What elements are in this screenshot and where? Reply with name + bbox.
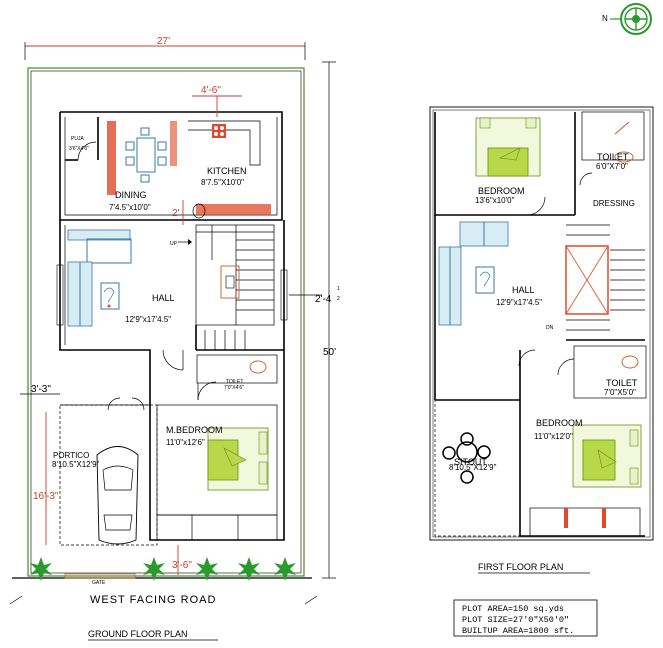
dim-side: 2'-4 bbox=[315, 294, 332, 305]
plot-size-text: PLOT SIZE=27'0"X50'0" bbox=[462, 615, 569, 625]
hall-label: HALL bbox=[152, 293, 175, 303]
ff-hall-size: 12'9"x17'4.5" bbox=[496, 298, 542, 307]
ground-floor-title: GROUND FLOOR PLAN bbox=[88, 629, 188, 639]
ff-bed1-label: BEDROOM bbox=[478, 186, 525, 196]
ff-toilet1-size: 6'0"X7'0" bbox=[596, 162, 628, 171]
dim-top-inner: 4'-6" bbox=[201, 85, 221, 96]
dim-portico: 16'-3" bbox=[33, 491, 59, 502]
gate-label: GATE bbox=[92, 580, 106, 586]
mbed-label: M.BEDROOM bbox=[166, 425, 223, 435]
first-floor-plan: BEDROOM 13'6"x10'0" TOILET 6'0"X7'0" DRE… bbox=[429, 106, 654, 574]
pooja-size: 3'6"X4'6" bbox=[69, 146, 89, 152]
ff-toilet1-label: TOILET bbox=[597, 152, 629, 162]
ground-floor-plan: 27' 50' 4'-6" PUJA 3'6"X4'6" DINING bbox=[9, 36, 340, 641]
dining-label: DINING bbox=[115, 190, 147, 200]
dim-side-frac-den: 2 bbox=[337, 296, 340, 302]
ff-hall-label: HALL bbox=[512, 285, 535, 295]
dining-size: 7'4.5"x10'0" bbox=[109, 203, 151, 212]
portico-label: PORTICO bbox=[53, 451, 89, 460]
gf-toilet-size: 7'0"X4'6" bbox=[224, 385, 244, 391]
ff-toilet2-size: 7'0"X5'0" bbox=[604, 388, 636, 397]
portico-size: 8'10.5"X12'9" bbox=[52, 460, 100, 469]
pooja-label: PUJA bbox=[71, 136, 84, 142]
tree-icon bbox=[30, 557, 296, 581]
dim-side-frac-num: 1 bbox=[337, 286, 340, 292]
car-icon bbox=[96, 446, 139, 545]
kitchen-label: KITCHEN bbox=[207, 166, 247, 176]
ff-bed2-label: BEDROOM bbox=[536, 418, 583, 428]
ff-bed2-size: 11'0"x12'0" bbox=[534, 432, 573, 441]
kitchen-size: 8'7.5"X10'0" bbox=[201, 178, 244, 187]
dim-bottom: 3'-6" bbox=[172, 560, 192, 571]
dim-plot-width: 27' bbox=[157, 36, 170, 47]
ff-toilet2-label: TOILET bbox=[606, 378, 638, 388]
dim-stair: 2' bbox=[172, 208, 180, 219]
compass-icon: N bbox=[602, 3, 652, 35]
road-label: WEST FACING ROAD bbox=[90, 594, 216, 606]
mbed-size: 11'0"x12'6" bbox=[166, 438, 205, 447]
dim-left: 3'-3" bbox=[31, 384, 51, 395]
up-label: UP bbox=[170, 241, 178, 247]
ff-sitout-label: SITOUT bbox=[454, 457, 487, 467]
gf-toilet-label: TOILET bbox=[226, 379, 243, 385]
dim-plot-depth: 50' bbox=[323, 347, 336, 358]
ff-bed1-size: 13'6"x10'0" bbox=[475, 196, 515, 205]
plot-area-text: PLOT AREA=150 sq.yds bbox=[462, 604, 564, 614]
plot-info-box: PLOT AREA=150 sq.yds PLOT SIZE=27'0"X50'… bbox=[453, 599, 598, 637]
first-floor-title: FIRST FLOOR PLAN bbox=[478, 562, 563, 572]
ff-dn-label: DN bbox=[546, 325, 554, 331]
compass-letter: N bbox=[602, 14, 608, 23]
builtup-area-text: BUILTUP AREA=1800 sft. bbox=[462, 626, 574, 636]
ff-dressing-label: DRESSING bbox=[593, 199, 635, 208]
ff-sitout-size: 8'10.5"X12'9" bbox=[449, 463, 497, 472]
hall-size: 12'9"x17'4.5" bbox=[125, 315, 171, 324]
sitout-chairs-icon bbox=[442, 432, 491, 484]
